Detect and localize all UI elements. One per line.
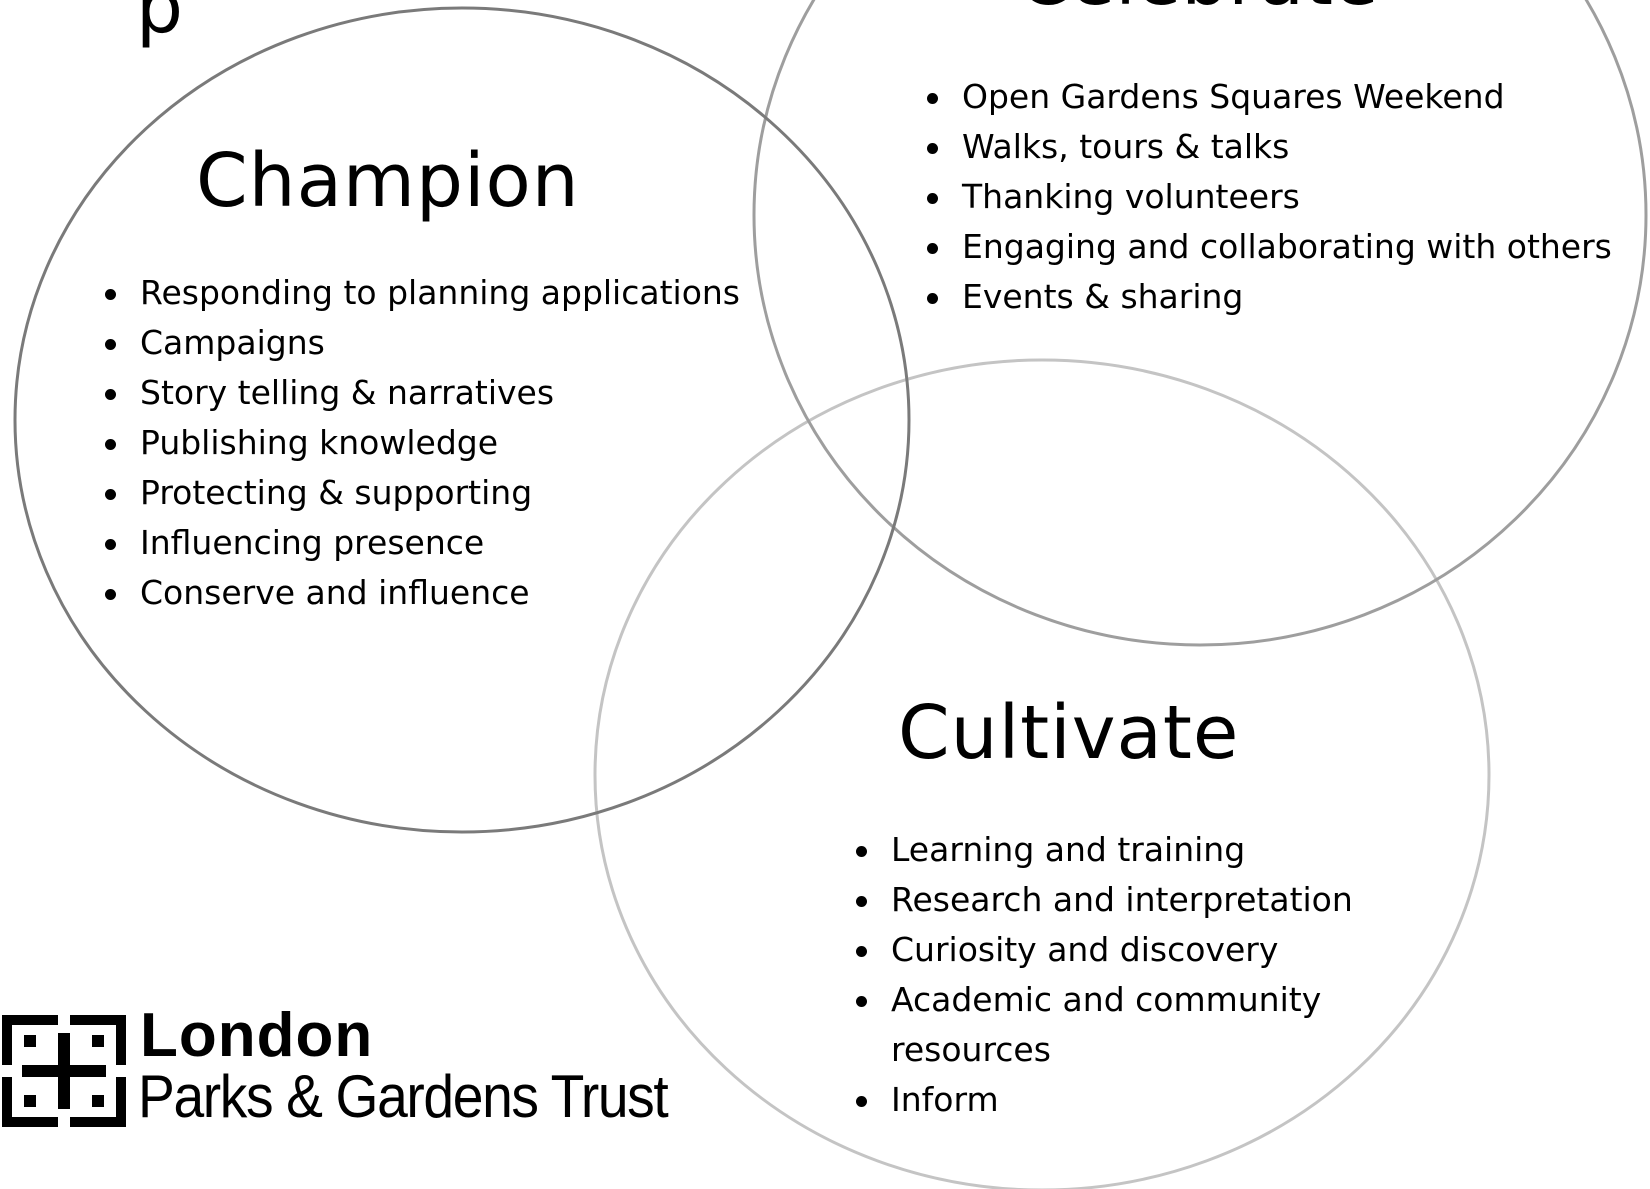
logo-text-parks-gardens-trust: Parks & Gardens Trust	[138, 1063, 669, 1130]
list-item: Research and interpretation	[854, 875, 1353, 925]
list-item: Thanking volunteers	[925, 172, 1612, 222]
list-item: Campaigns	[103, 318, 740, 368]
celebrate-list: Open Gardens Squares Weekend Walks, tour…	[925, 72, 1612, 322]
champion-list: Responding to planning applications Camp…	[103, 268, 740, 618]
list-item: Publishing knowledge	[103, 418, 740, 468]
list-item: Story telling & narratives	[103, 368, 740, 418]
list-item: Academic and community resources	[854, 975, 1331, 1075]
list-item: Curiosity and discovery	[854, 925, 1353, 975]
list-item: Open Gardens Squares Weekend	[925, 72, 1612, 122]
list-item: Influencing presence	[103, 518, 740, 568]
list-item: Inform	[854, 1075, 1353, 1125]
list-item: Engaging and collaborating with others	[925, 222, 1612, 272]
list-item: Learning and training	[854, 825, 1353, 875]
lpgt-logo: London Parks & Gardens Trust	[0, 1005, 680, 1130]
cultivate-list: Learning and training Research and inter…	[854, 825, 1353, 1125]
list-item: Protecting & supporting	[103, 468, 740, 518]
celebrate-circle	[752, 0, 1648, 647]
lpgt-square-mark-icon	[2, 1015, 126, 1127]
logo-text-london: London	[140, 1001, 374, 1070]
list-item: Events & sharing	[925, 272, 1612, 322]
champion-title: Champion	[196, 138, 580, 224]
partial-heading-fragment: p	[136, 0, 183, 50]
champion-circle	[13, 6, 911, 834]
list-item: Walks, tours & talks	[925, 122, 1612, 172]
celebrate-title: Celebrate	[1018, 0, 1379, 16]
list-item: Responding to planning applications	[103, 268, 740, 318]
cultivate-circle	[593, 358, 1491, 1189]
cultivate-title: Cultivate	[898, 690, 1240, 776]
list-item: Conserve and influence	[103, 568, 740, 618]
